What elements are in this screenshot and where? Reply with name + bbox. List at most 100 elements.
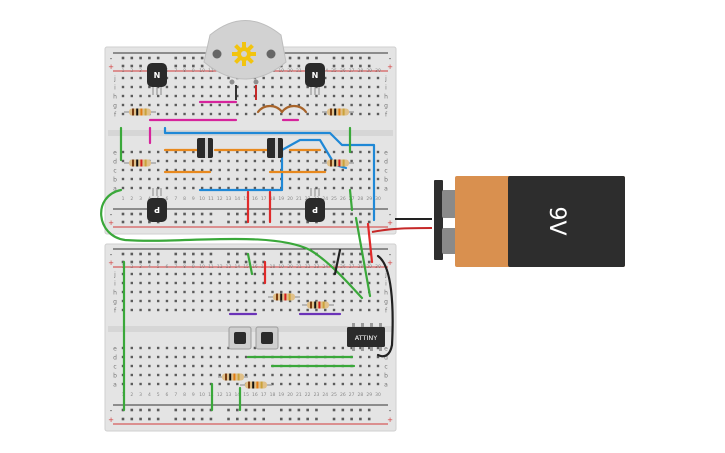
terminal-hole[interactable]: [130, 76, 133, 80]
terminal-hole[interactable]: [306, 177, 309, 181]
terminal-hole[interactable]: [262, 299, 265, 303]
terminal-hole[interactable]: [244, 373, 248, 377]
terminal-hole[interactable]: [306, 382, 309, 386]
terminal-hole[interactable]: [218, 346, 221, 350]
terminal-hole[interactable]: [341, 308, 345, 312]
terminal-hole[interactable]: [192, 272, 195, 276]
terminal-hole[interactable]: [227, 94, 230, 98]
terminal-hole[interactable]: [218, 290, 221, 294]
terminal-hole[interactable]: [341, 103, 345, 107]
terminal-hole[interactable]: [297, 94, 301, 98]
terminal-hole[interactable]: [121, 112, 125, 116]
terminal-hole[interactable]: [332, 281, 336, 285]
rail-hole[interactable]: [174, 260, 178, 264]
rail-hole[interactable]: [139, 56, 142, 60]
terminal-hole[interactable]: [244, 150, 248, 154]
terminal-hole[interactable]: [341, 346, 345, 350]
terminal-hole[interactable]: [324, 382, 327, 386]
terminal-hole[interactable]: [359, 290, 362, 294]
rail-hole[interactable]: [130, 252, 134, 256]
terminal-hole[interactable]: [280, 103, 283, 107]
terminal-hole[interactable]: [200, 355, 204, 359]
rail-hole[interactable]: [183, 212, 186, 216]
terminal-hole[interactable]: [315, 308, 318, 312]
terminal-hole[interactable]: [139, 373, 142, 377]
terminal-hole[interactable]: [209, 85, 213, 89]
terminal-hole[interactable]: [209, 355, 213, 359]
terminal-hole[interactable]: [341, 150, 345, 154]
terminal-hole[interactable]: [376, 159, 380, 163]
terminal-hole[interactable]: [244, 112, 248, 116]
rail-hole[interactable]: [139, 260, 142, 264]
terminal-hole[interactable]: [236, 168, 239, 172]
rail-hole[interactable]: [341, 260, 345, 264]
terminal-hole[interactable]: [359, 177, 362, 181]
terminal-hole[interactable]: [262, 290, 265, 294]
terminal-hole[interactable]: [271, 103, 274, 107]
wire-green-3[interactable]: [348, 188, 354, 212]
terminal-hole[interactable]: [139, 85, 142, 89]
terminal-hole[interactable]: [359, 168, 362, 172]
rail-hole[interactable]: [174, 408, 178, 412]
terminal-hole[interactable]: [262, 76, 265, 80]
terminal-hole[interactable]: [218, 308, 221, 312]
terminal-hole[interactable]: [130, 85, 133, 89]
terminal-hole[interactable]: [253, 373, 257, 377]
terminal-hole[interactable]: [236, 308, 239, 312]
rail-hole[interactable]: [253, 220, 257, 224]
rail-hole[interactable]: [192, 408, 195, 412]
terminal-hole[interactable]: [341, 290, 345, 294]
rail-hole[interactable]: [253, 417, 257, 421]
terminal-hole[interactable]: [192, 355, 195, 359]
terminal-hole[interactable]: [306, 373, 309, 377]
terminal-hole[interactable]: [218, 364, 221, 368]
terminal-hole[interactable]: [262, 177, 265, 181]
terminal-hole[interactable]: [209, 112, 213, 116]
rail-hole[interactable]: [236, 417, 239, 421]
terminal-hole[interactable]: [192, 159, 195, 163]
rail-hole[interactable]: [359, 252, 362, 256]
battery-9v[interactable]: 9V: [371, 176, 625, 267]
terminal-hole[interactable]: [368, 364, 371, 368]
terminal-hole[interactable]: [324, 103, 327, 107]
terminal-hole[interactable]: [200, 308, 204, 312]
terminal-hole[interactable]: [156, 281, 160, 285]
terminal-hole[interactable]: [156, 299, 160, 303]
terminal-hole[interactable]: [174, 186, 177, 190]
rail-hole[interactable]: [297, 252, 301, 256]
terminal-hole[interactable]: [165, 272, 169, 276]
rail-hole[interactable]: [297, 212, 301, 216]
terminal-hole[interactable]: [218, 168, 221, 172]
terminal-hole[interactable]: [359, 103, 362, 107]
rail-hole[interactable]: [139, 212, 142, 216]
terminal-hole[interactable]: [368, 168, 371, 172]
terminal-hole[interactable]: [288, 85, 292, 89]
rail-hole[interactable]: [367, 56, 371, 60]
terminal-hole[interactable]: [324, 290, 327, 294]
terminal-hole[interactable]: [306, 272, 309, 276]
terminal-hole[interactable]: [315, 346, 318, 350]
terminal-hole[interactable]: [148, 150, 151, 154]
rail-hole[interactable]: [367, 408, 371, 412]
terminal-hole[interactable]: [253, 150, 257, 154]
terminal-hole[interactable]: [253, 159, 257, 163]
terminal-hole[interactable]: [324, 281, 327, 285]
rail-hole[interactable]: [130, 220, 134, 224]
rail-hole[interactable]: [200, 220, 204, 224]
terminal-hole[interactable]: [288, 308, 292, 312]
rail-hole[interactable]: [297, 417, 301, 421]
terminal-hole[interactable]: [165, 346, 169, 350]
terminal-hole[interactable]: [350, 103, 353, 107]
rail-hole[interactable]: [183, 260, 186, 264]
terminal-hole[interactable]: [288, 346, 292, 350]
rail-hole[interactable]: [359, 64, 362, 68]
terminal-hole[interactable]: [200, 272, 204, 276]
rail-hole[interactable]: [332, 417, 336, 421]
terminal-hole[interactable]: [350, 299, 353, 303]
terminal-hole[interactable]: [297, 281, 301, 285]
terminal-hole[interactable]: [236, 103, 239, 107]
rail-hole[interactable]: [297, 56, 301, 60]
rail-hole[interactable]: [209, 260, 213, 264]
terminal-hole[interactable]: [341, 272, 345, 276]
rail-hole[interactable]: [121, 417, 125, 421]
